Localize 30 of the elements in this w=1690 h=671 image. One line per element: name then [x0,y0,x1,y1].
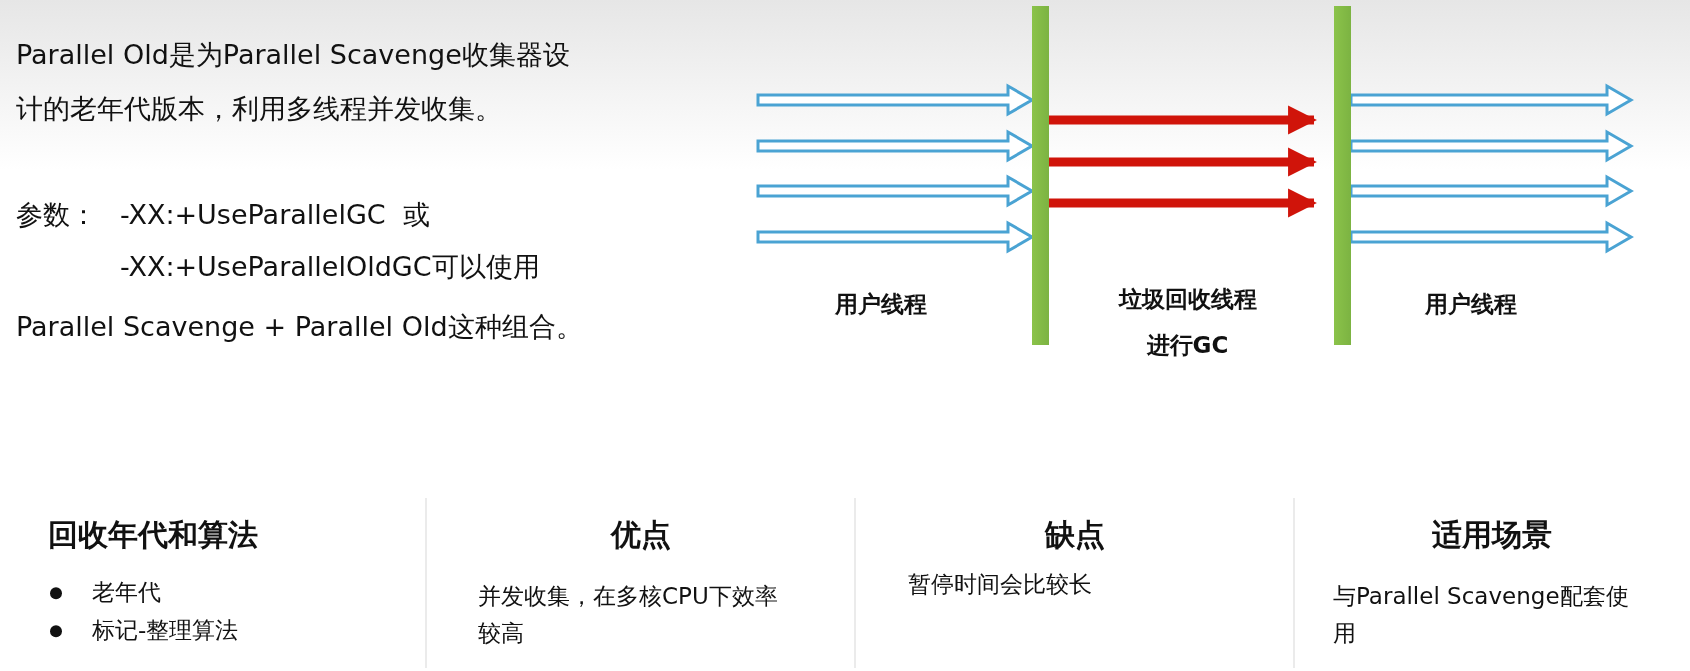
column-heading: 回收年代和算法 [48,516,258,554]
parameter-text: -XX:+UseParallelOldGC可以使用 [120,250,540,284]
column-heading: 适用场景 [1431,516,1553,554]
hollow-arrow [756,83,1035,117]
column-text: 并发收集，在多核CPU下效率较高 [478,582,778,648]
parameter-label: 参数： [16,198,97,232]
parameter-text: -XX:+UseParallelGC 或 [120,198,430,232]
parameter-text: Parallel Scavenge + Parallel Old这种组合。 [16,310,583,344]
hollow-arrow [1349,129,1634,163]
thread-label: 用户线程 [835,290,927,319]
arrow [1049,105,1317,135]
barrier-bar [1334,6,1351,345]
gc-thread-label: 垃圾回收线程进行GC [1117,285,1258,360]
hollow-arrow [756,220,1035,254]
hollow-arrow [756,129,1035,163]
column-text: 暂停时间会比较长 [908,570,1093,599]
barrier-bar [1032,6,1049,345]
list-item: 老年代 [92,578,161,607]
hollow-arrow [1349,83,1634,117]
column-heading: 缺点 [1043,516,1106,554]
hollow-arrow [1349,174,1634,208]
hollow-arrow [1349,220,1634,254]
arrow [1049,188,1317,218]
arrow [1049,147,1317,177]
thread-label: 用户线程 [1425,290,1517,319]
column-text: 与Parallel Scavenge配套使用 [1333,582,1630,648]
column-heading: 优点 [609,516,672,554]
hollow-arrow [756,174,1035,208]
list-item: 标记-整理算法 [92,616,239,645]
description-text: Parallel Old是为Parallel Scavenge收集器设计的老年代版本，利用多线程并发收集。 [16,38,571,126]
